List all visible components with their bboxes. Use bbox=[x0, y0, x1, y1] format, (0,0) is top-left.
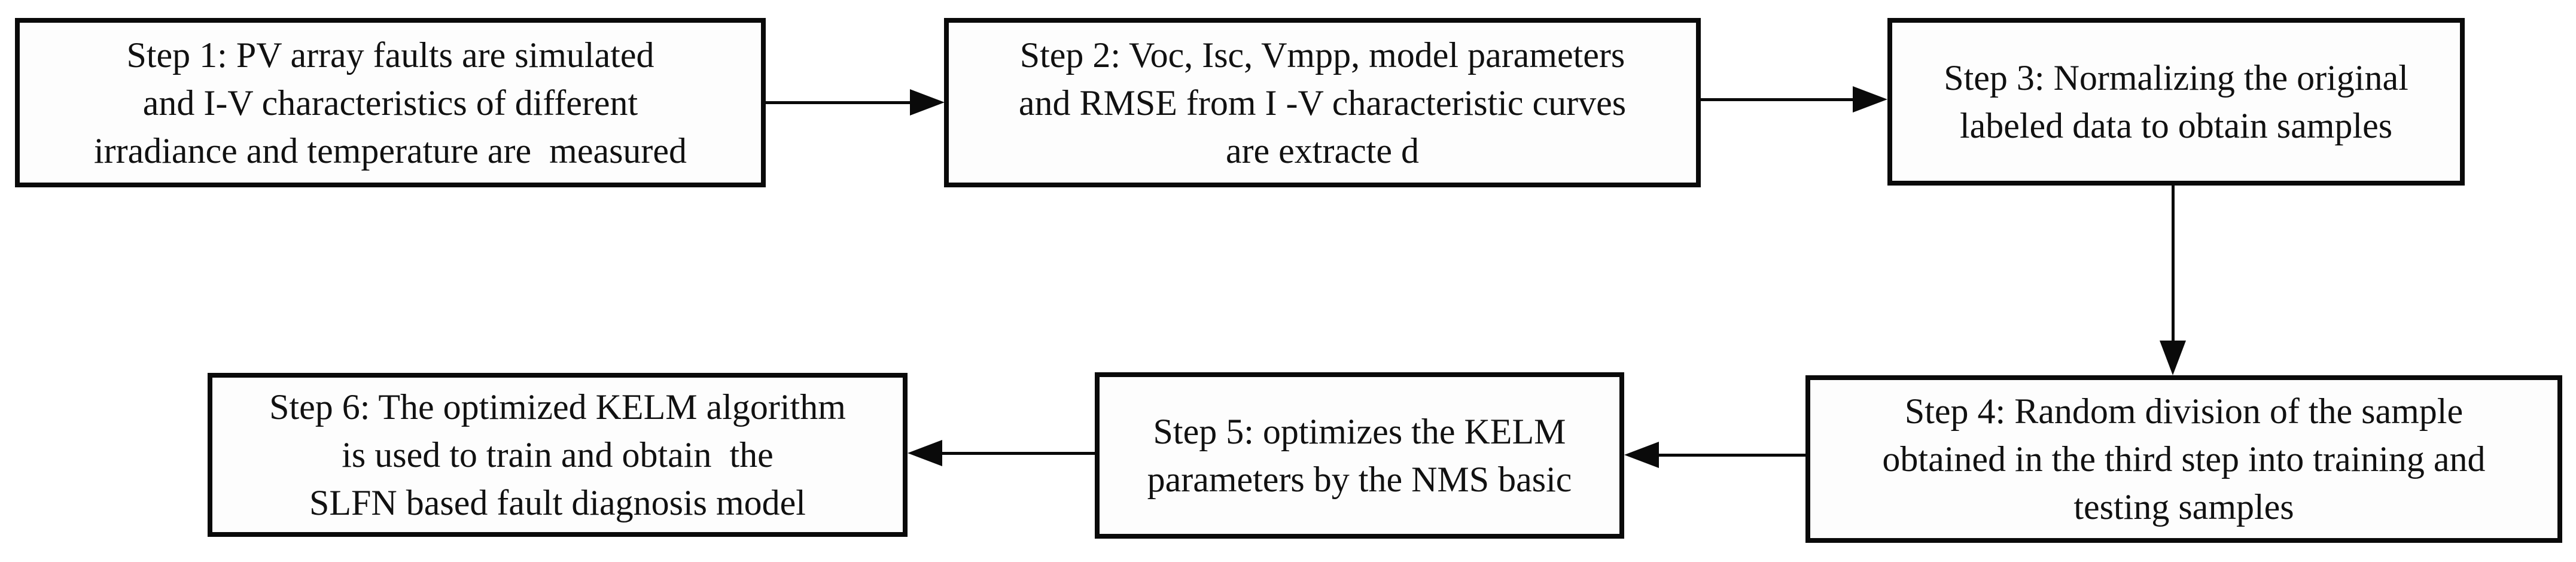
arrow-line bbox=[766, 101, 912, 104]
step-3-box: Step 3: Normalizing the original labeled… bbox=[1887, 18, 2465, 186]
step-5-box: Step 5: optimizes the KELM parameters by… bbox=[1095, 372, 1624, 539]
arrow-line bbox=[2172, 186, 2175, 342]
arrow-line bbox=[941, 452, 1095, 455]
step-5-label: Step 5: optimizes the KELM parameters by… bbox=[1147, 412, 1572, 499]
arrowhead-right-icon bbox=[910, 89, 945, 116]
arrowhead-left-icon bbox=[1624, 442, 1659, 468]
step-1-label: Step 1: PV array faults are simulated an… bbox=[93, 35, 687, 171]
step-3-label: Step 3: Normalizing the original labeled… bbox=[1944, 58, 2408, 145]
arrowhead-down-icon bbox=[2160, 341, 2186, 375]
arrowhead-left-icon bbox=[908, 440, 942, 466]
step-2-label: Step 2: Voc, Isc, Vmpp, model parameters… bbox=[1018, 35, 1627, 171]
arrowhead-right-icon bbox=[1853, 86, 1887, 113]
step-2-box: Step 2: Voc, Isc, Vmpp, model parameters… bbox=[944, 18, 1701, 187]
step-4-label: Step 4: Random division of the sample ob… bbox=[1882, 391, 2486, 527]
step-4-box: Step 4: Random division of the sample ob… bbox=[1805, 375, 2562, 543]
step-6-label: Step 6: The optimized KELM algorithm is … bbox=[269, 387, 846, 522]
step-1-box: Step 1: PV array faults are simulated an… bbox=[15, 18, 766, 187]
step-6-box: Step 6: The optimized KELM algorithm is … bbox=[208, 373, 908, 537]
arrow-line bbox=[1658, 454, 1805, 457]
arrow-line bbox=[1701, 98, 1854, 101]
